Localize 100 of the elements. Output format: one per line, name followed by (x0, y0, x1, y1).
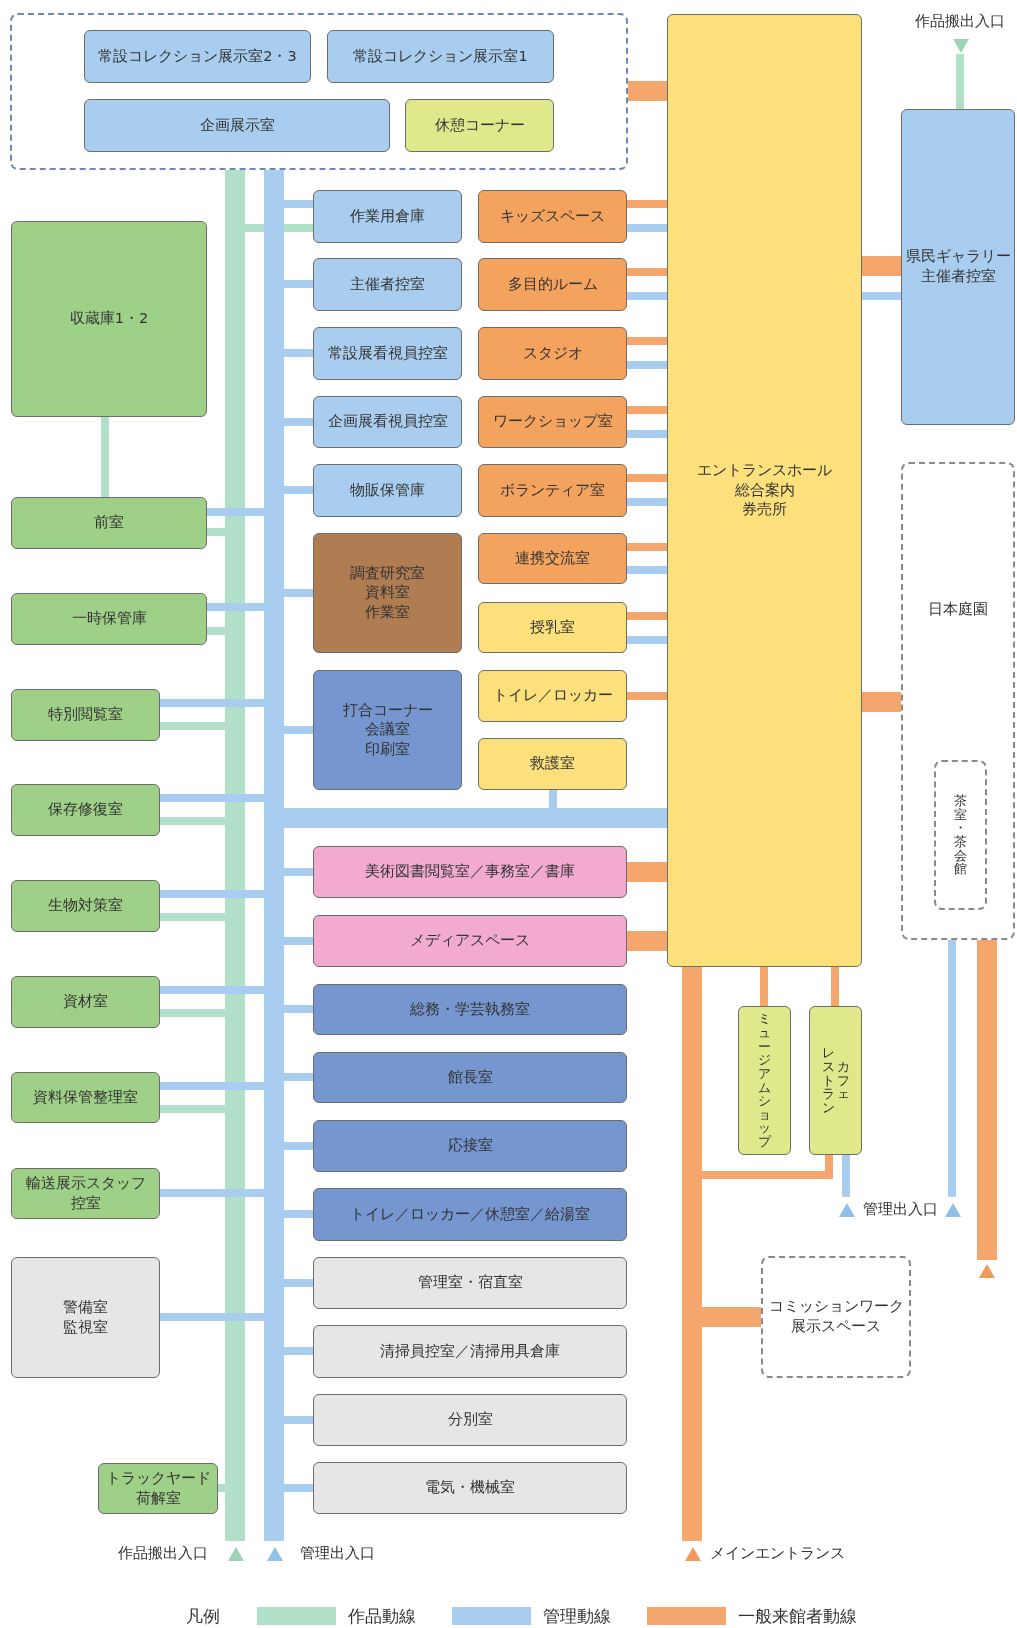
flow-line (760, 967, 768, 1006)
room-box (313, 1188, 627, 1241)
room-label: 休憩コーナー (434, 115, 525, 135)
room-box (478, 258, 627, 311)
room-label: 総合案内 (734, 480, 795, 500)
room-box (11, 1168, 160, 1219)
room-box (313, 846, 627, 898)
flow-line (101, 417, 109, 497)
flow-line (977, 940, 997, 1260)
entrance-label: メインエントランス (710, 1543, 845, 1563)
room-label: 資料室 (365, 583, 410, 603)
room-box (11, 221, 207, 417)
room-label: ボランティア室 (500, 480, 605, 500)
room-label: 応接室 (447, 1136, 493, 1156)
entrance-label: 作品搬出入口 (118, 1543, 208, 1563)
room-box (478, 396, 627, 448)
room-box (313, 327, 462, 380)
room-label: 主催者控室 (350, 274, 425, 294)
zone-box (761, 1256, 911, 1378)
flow-line (628, 81, 667, 101)
flow-line (831, 967, 839, 1006)
room-label: 館長室 (447, 1067, 493, 1087)
room-box (11, 880, 160, 932)
legend-label: 作品動線 (348, 1606, 416, 1626)
room-label: 清掃員控室／清掃用具倉庫 (380, 1341, 560, 1361)
room-box (809, 1006, 862, 1155)
entrance-label: 管理出入口 (862, 1199, 938, 1219)
room-box (11, 593, 207, 645)
room-label: 収蔵庫1・2 (69, 309, 149, 329)
flow-line (627, 474, 667, 482)
zone-box (901, 462, 1015, 940)
room-box (405, 99, 554, 152)
room-label: 作業用倉庫 (350, 206, 425, 226)
flow-line (627, 268, 667, 276)
legend-title: 凡例 (186, 1606, 220, 1626)
flow-line (956, 54, 964, 109)
flow-line (627, 361, 667, 369)
room-box (478, 533, 627, 584)
room-label: 電気・機械室 (425, 1478, 515, 1498)
room-box (313, 1462, 627, 1514)
room-box (313, 396, 462, 448)
room-label: 監視室 (63, 1317, 108, 1337)
room-label: 美術図書閲覧室／事務室／書庫 (365, 862, 575, 882)
room-box (11, 784, 160, 836)
room-box (313, 1120, 627, 1172)
room-box (313, 464, 462, 517)
flow-line (862, 292, 901, 300)
flow-line (627, 430, 667, 438)
flow-line (627, 566, 667, 574)
room-label: 多目的ルーム (507, 274, 598, 294)
flow-line (862, 256, 901, 276)
room-label: 会議室 (365, 720, 410, 740)
room-label: 授乳室 (530, 617, 575, 637)
room-box (478, 602, 627, 653)
room-box (313, 258, 462, 311)
room-label: 救護室 (530, 754, 575, 774)
room-box (11, 976, 160, 1028)
zone-label: コミッションワーク展示スペース (767, 1297, 905, 1336)
room-label: 企画展看視員控室 (327, 412, 448, 432)
room-label: 常設コレクション展示室1 (353, 46, 528, 66)
flow-line (627, 612, 667, 620)
flow-line (627, 862, 667, 882)
room-label: 企画展示室 (199, 115, 275, 135)
room-box (313, 533, 462, 653)
room-box (478, 738, 627, 790)
room-label: 主催者控室 (920, 267, 996, 286)
flow-line (627, 931, 667, 951)
flow-line (627, 406, 667, 414)
room-label: レストラン (821, 1046, 835, 1115)
zone-box (10, 13, 628, 170)
room-box (11, 497, 207, 549)
room-label: 特別閲覧室 (48, 705, 123, 725)
room-box (313, 1257, 627, 1309)
room-label: 一時保管庫 (71, 609, 147, 629)
room-box (98, 1463, 218, 1514)
room-box (667, 14, 862, 967)
flow-line (225, 170, 245, 1541)
room-box (11, 1072, 160, 1123)
room-box (313, 670, 462, 790)
room-box (11, 689, 160, 741)
room-label: 印刷室 (365, 739, 410, 759)
legend-label: 一般来館者動線 (738, 1606, 857, 1626)
room-box (478, 327, 627, 380)
flow-line (627, 692, 667, 700)
room-box (313, 915, 627, 967)
room-label: ワークショップ室 (492, 412, 613, 432)
room-label: 荷解室 (135, 1488, 181, 1508)
room-label: カフェ (836, 1060, 850, 1101)
room-label: 券売所 (742, 500, 787, 520)
room-label: 警備室 (63, 1297, 108, 1317)
room-box (901, 109, 1015, 425)
room-label: 資料保管整理室 (33, 1087, 138, 1107)
room-label: 常設展看視員控室 (327, 343, 448, 363)
legend-label: 管理動線 (543, 1606, 611, 1626)
room-label: 県民ギャラリー (905, 247, 1011, 267)
room-box (11, 1257, 160, 1378)
room-label: 連携交流室 (515, 548, 590, 568)
room-label: 総務・学芸執務室 (410, 999, 530, 1019)
room-label: 調査研究室 (350, 563, 425, 583)
room-label: ミュージアムショップ (758, 1012, 771, 1149)
